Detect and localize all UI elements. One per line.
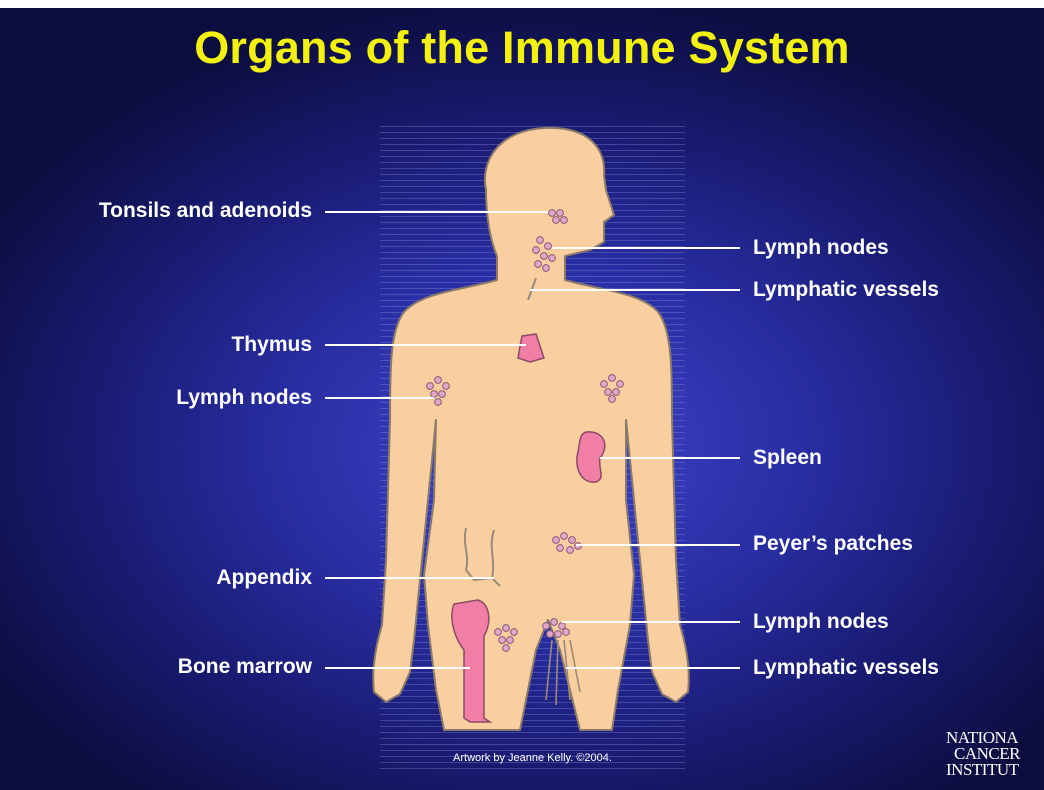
- artwork-credit: Artwork by Jeanne Kelly. ©2004.: [380, 752, 685, 764]
- label-lymphatic-vessels-leg: Lymphatic vessels: [753, 656, 939, 680]
- label-lymphatic-vessels-neck: Lymphatic vessels: [753, 278, 939, 302]
- slide-title: Organs of the Immune System: [0, 22, 1044, 74]
- label-lymph-nodes-groin: Lymph nodes: [753, 610, 889, 634]
- label-tonsils-adenoids: Tonsils and adenoids: [99, 199, 312, 223]
- label-peyers-patches: Peyer’s patches: [753, 532, 913, 556]
- label-spleen: Spleen: [753, 446, 822, 470]
- label-lymph-nodes-armpit: Lymph nodes: [176, 386, 312, 410]
- nci-logo: NATIONA CANCER INSTITUT: [946, 730, 1044, 778]
- label-thymus: Thymus: [231, 333, 312, 357]
- nci-logo-line3: INSTITUT: [946, 762, 1044, 778]
- label-appendix: Appendix: [216, 566, 312, 590]
- spleen-organ: [577, 432, 605, 482]
- label-bone-marrow: Bone marrow: [178, 655, 312, 679]
- label-lymph-nodes-neck: Lymph nodes: [753, 236, 889, 260]
